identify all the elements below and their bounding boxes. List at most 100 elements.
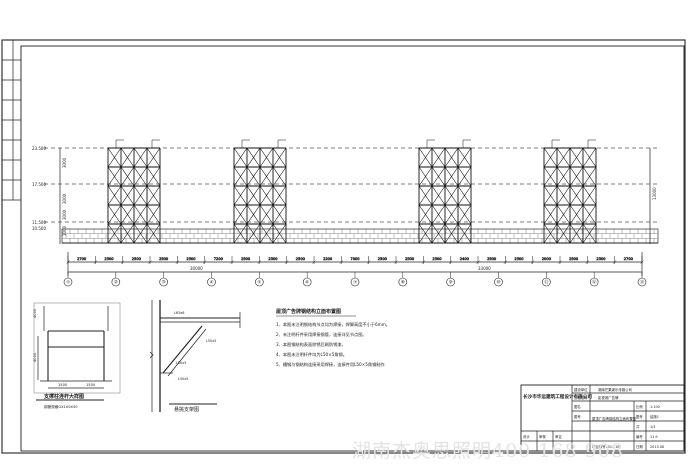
tb-row1-label: 建设单位 — [574, 387, 588, 392]
overall-height-dim: 13000 — [652, 187, 657, 200]
axis-bubble-10 — [494, 277, 503, 287]
bay-dim-15: 2400 — [460, 257, 470, 261]
axis-bubble-4 — [207, 277, 216, 287]
tb-page-value: 1/3 — [650, 425, 655, 429]
tb-code-value: 11.9 — [650, 435, 658, 439]
axis-label-5: ⑤ — [257, 280, 261, 286]
level-label-3: 11.500 — [32, 220, 46, 225]
frame-unit-4 — [543, 139, 597, 244]
tb-sheet-no: 结施1 — [650, 414, 659, 419]
axis-bubble-12 — [589, 277, 599, 287]
bay-dim-21: 2700 — [624, 257, 634, 261]
tb-drawing-label: 图名 — [574, 404, 581, 409]
tb-date-label: 日期 — [636, 444, 643, 449]
company-name: 长沙市华运建筑工程设计有限公司 — [523, 393, 592, 400]
axis-label-6: ⑥ — [305, 280, 309, 286]
axis-label-12: ⑫ — [592, 279, 597, 286]
bay-dim-19: 2500 — [569, 257, 579, 261]
note-1: 1、本图未注明钢结构节点均为焊接，焊脚高度不小于6mm。 — [276, 321, 390, 328]
bay-dim-8: 2500 — [268, 257, 278, 261]
column-detail-dim-2: 1500 — [86, 383, 96, 387]
frame-unit-2 — [233, 139, 287, 244]
tb-designer-label: 设计 — [523, 434, 530, 439]
tb-date-value: 2013.08 — [650, 445, 664, 449]
tb-sheet-no-label: 图号 — [636, 414, 643, 419]
sheet-outer-border — [1, 39, 686, 454]
note-4: 4、本图未注明杆件均为L50×5角钢。 — [276, 351, 347, 358]
notes-title: 屋顶广告牌钢结构立面布置图 — [276, 308, 341, 315]
column-detail-dim-1: 1500 — [58, 383, 68, 387]
overall-dim-2: 33000 — [478, 266, 491, 271]
vdim-1: 3000 — [62, 157, 67, 168]
bay-dim-3: 2500 — [132, 257, 142, 261]
overall-dim-1: 30000 — [190, 266, 203, 271]
bay-dim-10: 2200 — [323, 257, 333, 261]
tb-row2-value: 影视城广告牌 — [598, 395, 619, 400]
axis-bubble-9 — [446, 277, 455, 287]
axis-label-4: ④ — [209, 280, 213, 286]
note-3: 3、本图钢结构表面除锈后刷防锈漆。 — [276, 341, 346, 348]
bracket-label-4: L50x5 — [178, 377, 188, 381]
note-5: 5、槽钢与钢结构连接采用焊接，连接件用L50×5角钢制作 — [276, 361, 385, 368]
sheet-inner-border — [20, 45, 685, 452]
bracket-label-2: L50x5 — [206, 339, 216, 343]
vdim-3: 3000 — [62, 209, 67, 220]
axis-label-9: ⑨ — [449, 280, 453, 286]
bay-dim-11: 7000 — [350, 257, 360, 261]
bay-dim-17: 2500 — [514, 257, 524, 261]
bay-dim-2: 2500 — [104, 257, 114, 261]
title-block — [520, 384, 685, 452]
level-label-1: 23.500 — [32, 146, 46, 151]
axis-bubble-3 — [159, 277, 168, 287]
vdim-2: 3000 — [62, 193, 67, 204]
tb-drawing-title: 屋顶广告牌钢结构立面布置图 — [592, 416, 637, 421]
watermark: 湖南杰奥思照明400 168 908 — [352, 440, 624, 462]
bay-dim-5: 2500 — [186, 257, 196, 261]
axis-label-10: ⑩ — [496, 280, 500, 286]
bracket-label-3: L50x5 — [176, 361, 186, 365]
bay-dim-7: 2500 — [241, 257, 251, 261]
tb-checker-label: 审核 — [539, 434, 546, 439]
axis-bubble-2 — [111, 277, 121, 287]
axis-bubble-13 — [637, 277, 647, 287]
axis-label-1: ① — [66, 280, 70, 286]
axis-bubble-7 — [350, 277, 360, 287]
bay-dim-4: 2500 — [159, 257, 169, 261]
tb-row2-label: 工程名称 — [574, 395, 588, 400]
bracket-detail-title: 悬挑支架图 — [174, 406, 199, 413]
axis-label-3: ③ — [162, 280, 166, 286]
bay-dim-14: 2500 — [432, 257, 442, 261]
axis-bubble-8 — [398, 277, 408, 287]
vdim-4: 1000 — [62, 225, 67, 236]
axis-bubble-6 — [302, 277, 312, 287]
tb-scale-label: 比例 — [636, 404, 643, 409]
bay-dim-1: 2700 — [77, 257, 87, 261]
axis-bubble-1 — [63, 277, 73, 287]
axis-bubble-5 — [255, 277, 264, 287]
frame-unit-1 — [107, 139, 161, 244]
bracket-label-1: L63x6 — [174, 311, 184, 315]
bay-dim-13: 2500 — [405, 257, 415, 261]
column-detail-title: 支撑柱连杆大样图 — [43, 393, 84, 400]
axis-label-2: ② — [114, 280, 118, 286]
bay-dim-9: 2500 — [296, 257, 306, 261]
column-detail-hdim-1: 4000 — [33, 308, 37, 318]
tb-project-no: 项目编号2013.1B — [592, 444, 620, 449]
axis-label-8: ⑧ — [401, 280, 405, 286]
axis-label-13: ⑬ — [640, 279, 645, 286]
tb-sheet-label: 图号 — [574, 414, 581, 419]
column-detail-subtitle: 钢管规格GX100X50 — [44, 404, 78, 409]
level-label-4: 10.500 — [32, 226, 46, 231]
bay-dim-18: 2000 — [542, 257, 552, 261]
bay-dim-6: 7200 — [214, 257, 224, 261]
tb-scale-value: 1:100 — [650, 405, 660, 409]
tb-row1-value: 湖南芒果娱乐传媒公司 — [598, 387, 632, 392]
tb-code-label: 编号 — [636, 434, 643, 439]
tb-page-label: 共 — [636, 424, 640, 429]
level-label-2: 17.500 — [32, 182, 46, 187]
column-detail-hdim-2: 4000 — [33, 352, 37, 362]
axis-bubble-11 — [542, 277, 551, 287]
axis-label-7: ⑦ — [353, 280, 357, 286]
bay-dim-12: 2500 — [378, 257, 388, 261]
